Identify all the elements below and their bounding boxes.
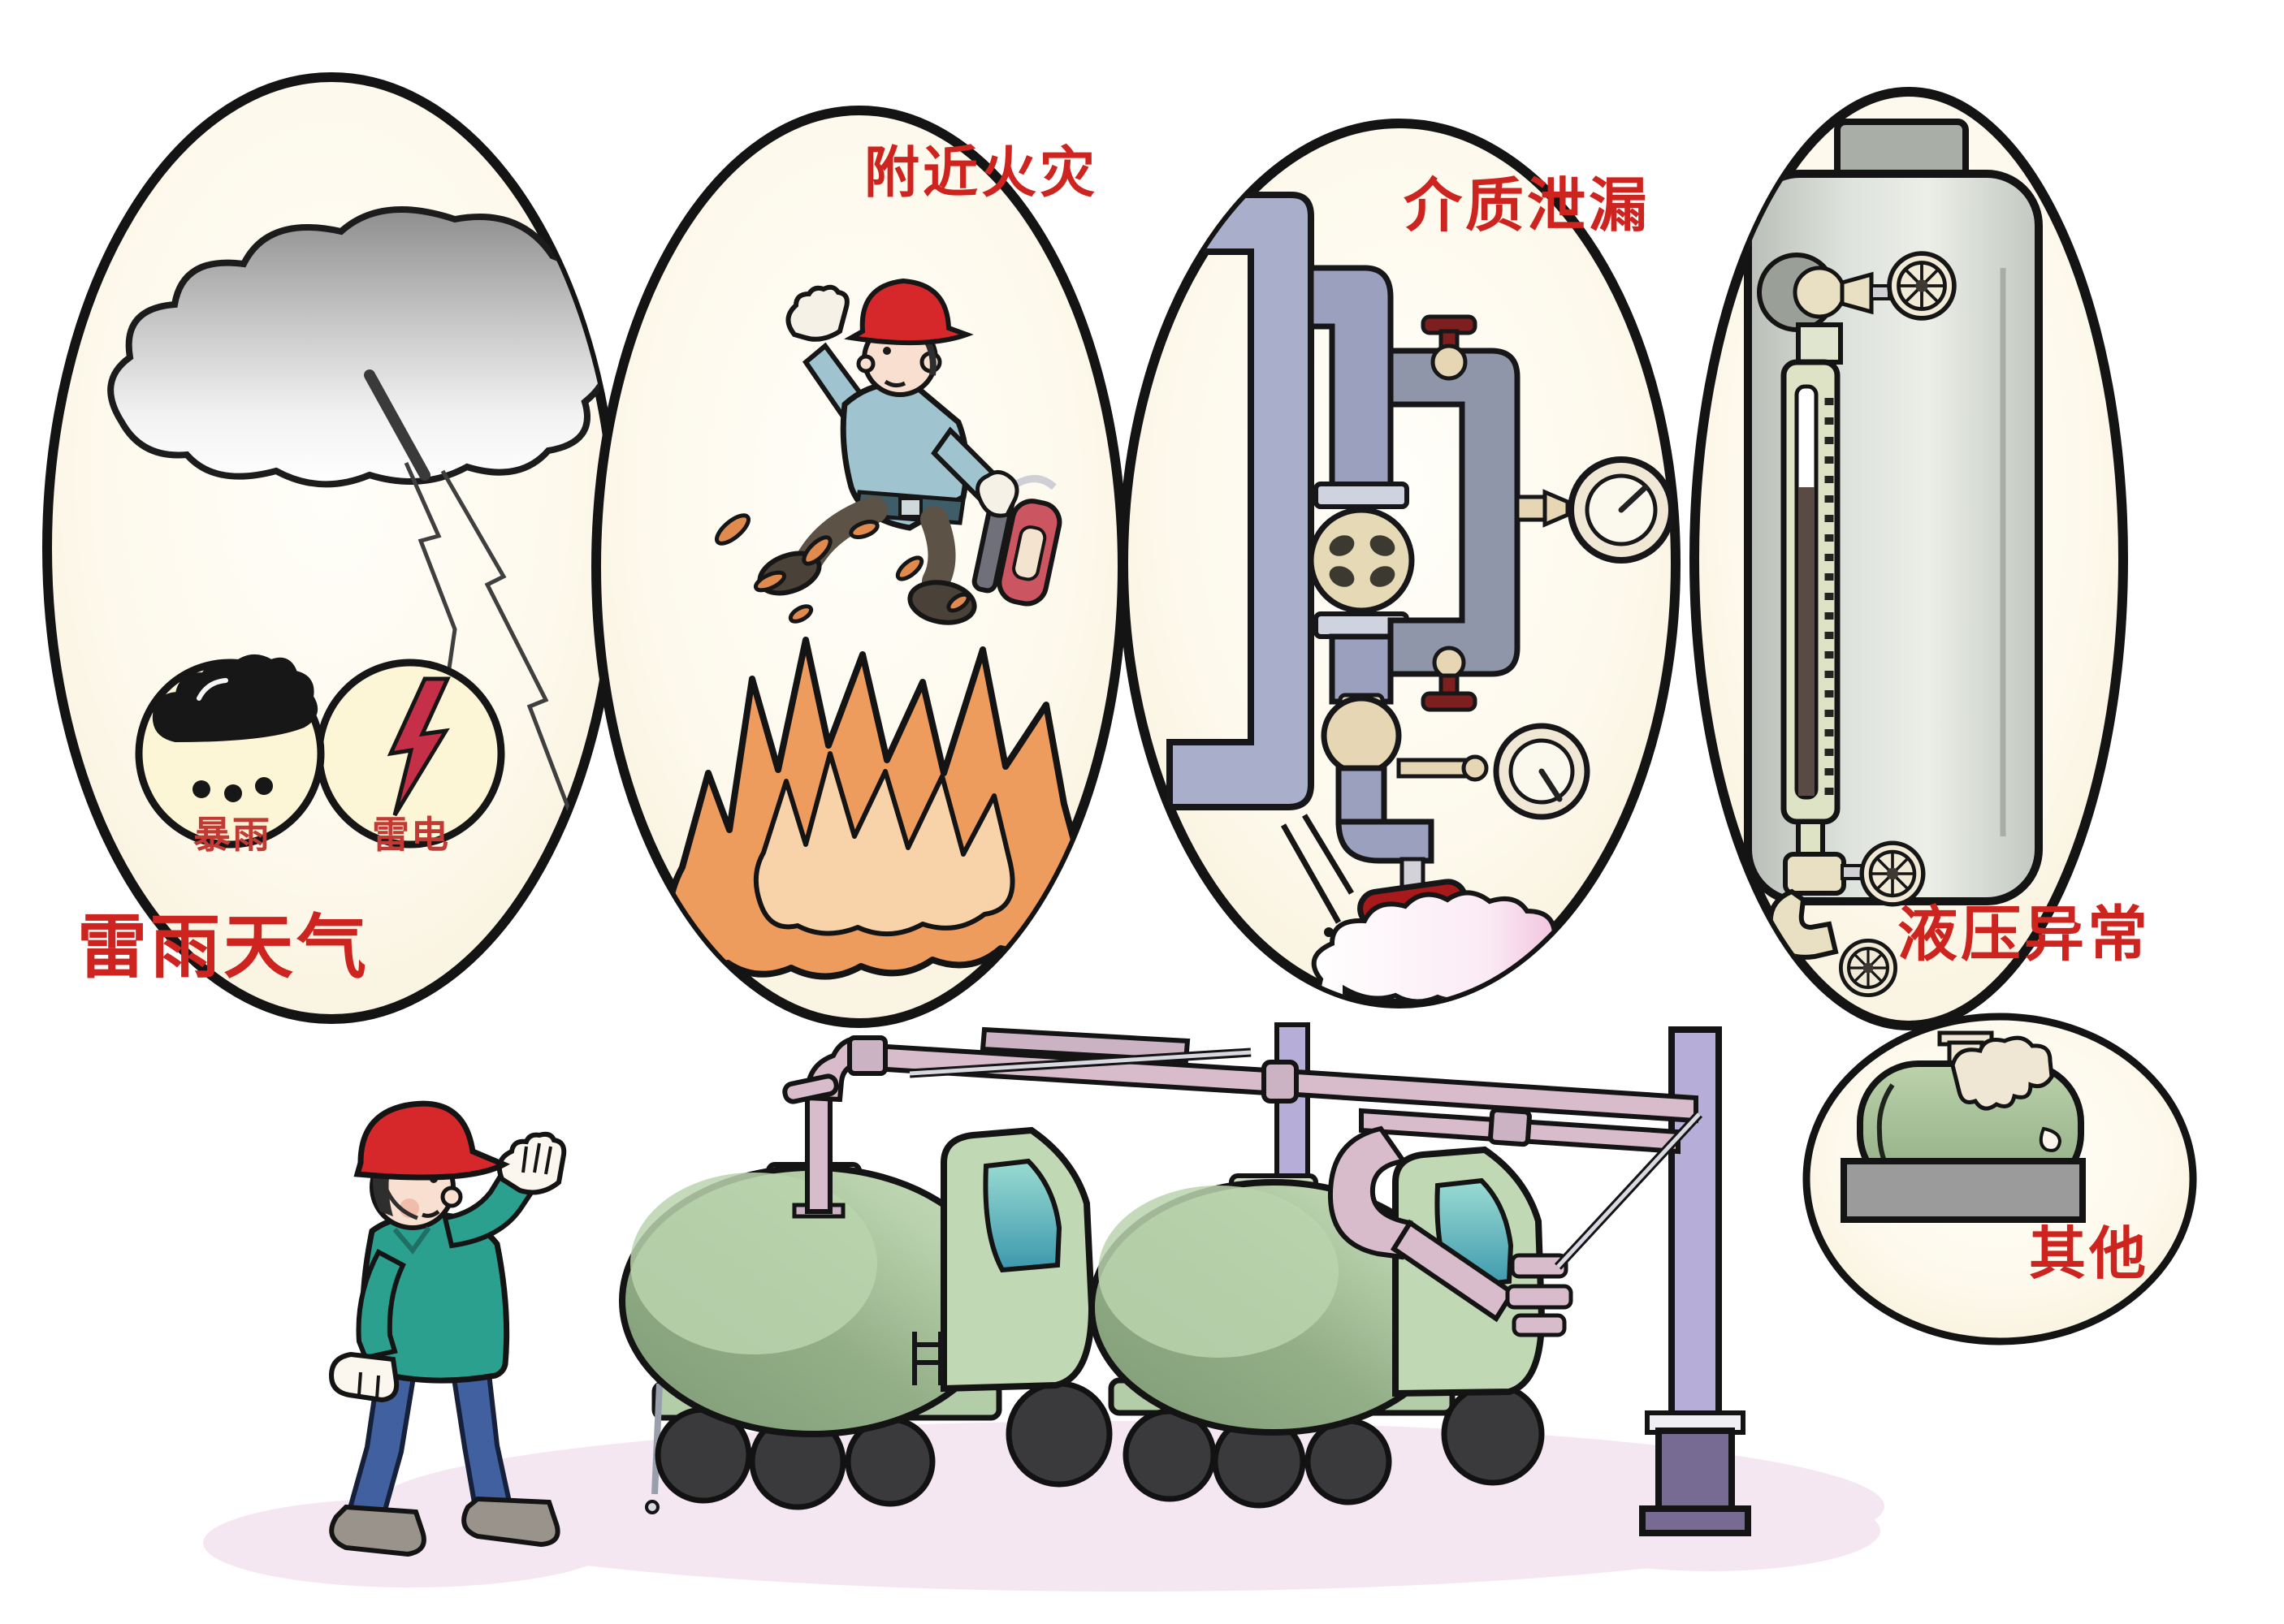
falling-embers bbox=[715, 513, 971, 624]
cab-window bbox=[983, 1158, 1062, 1273]
rainstorm-label: 暴雨 bbox=[193, 814, 271, 856]
panel-abnormal-pressure-label: 液压异常 bbox=[1897, 901, 2151, 968]
weather-badges bbox=[135, 654, 505, 849]
lightning-icon bbox=[387, 676, 451, 817]
piping-assembly bbox=[1166, 192, 1675, 1004]
panel-medium-leakage: 介质泄漏 bbox=[1118, 119, 1681, 1009]
worker-figure bbox=[328, 1100, 567, 1557]
panel-other: 其他 bbox=[1802, 1013, 2197, 1345]
loading-arms bbox=[782, 1026, 1703, 1337]
pressure-gauge-icon bbox=[1396, 723, 1590, 820]
tanker-truck bbox=[619, 1126, 1113, 1514]
hard-hat-icon bbox=[844, 278, 974, 346]
handwheel-icon bbox=[1862, 843, 1923, 905]
valve-wheel-icon bbox=[1308, 507, 1415, 614]
panel-abnormal-pressure: 液压异常 bbox=[1689, 87, 2151, 1030]
back-post bbox=[1274, 1022, 1310, 1198]
lightning-label: 雷电 bbox=[372, 814, 450, 856]
leaking-horizontal-tank bbox=[1841, 1030, 2086, 1223]
panel-other-label: 其他 bbox=[2029, 1222, 2149, 1285]
handwheel-icon bbox=[1841, 940, 1895, 995]
cab-ladder bbox=[912, 1332, 943, 1385]
gesturing-hand bbox=[497, 1131, 567, 1195]
worker-with-extinguisher bbox=[757, 278, 1062, 625]
handwheel-icon bbox=[1889, 253, 1954, 318]
hard-hat-icon bbox=[353, 1100, 511, 1181]
rainstorm-icon bbox=[152, 654, 318, 802]
panel-nearby-fire-label: 附近火灾 bbox=[864, 142, 1098, 204]
lightning-strokes-icon bbox=[404, 461, 576, 823]
panel-thunderstorm-label: 雷雨天气 bbox=[77, 909, 370, 987]
loading-scene bbox=[328, 1022, 1751, 1557]
panel-medium-leakage-label: 介质泄漏 bbox=[1404, 174, 1650, 239]
loading-post bbox=[1639, 1026, 1751, 1536]
panel-thunderstorm: 暴雨 雷电 雷雨天气 bbox=[42, 72, 621, 1024]
foam-leak-icon bbox=[1950, 1035, 2054, 1111]
level-gauge bbox=[1757, 253, 1954, 996]
tanker-truck bbox=[1088, 1146, 1546, 1509]
raised-glove bbox=[785, 284, 850, 342]
pressure-gauge-icon bbox=[1515, 456, 1675, 564]
panel-nearby-fire: 附近火灾 bbox=[591, 106, 1127, 1028]
